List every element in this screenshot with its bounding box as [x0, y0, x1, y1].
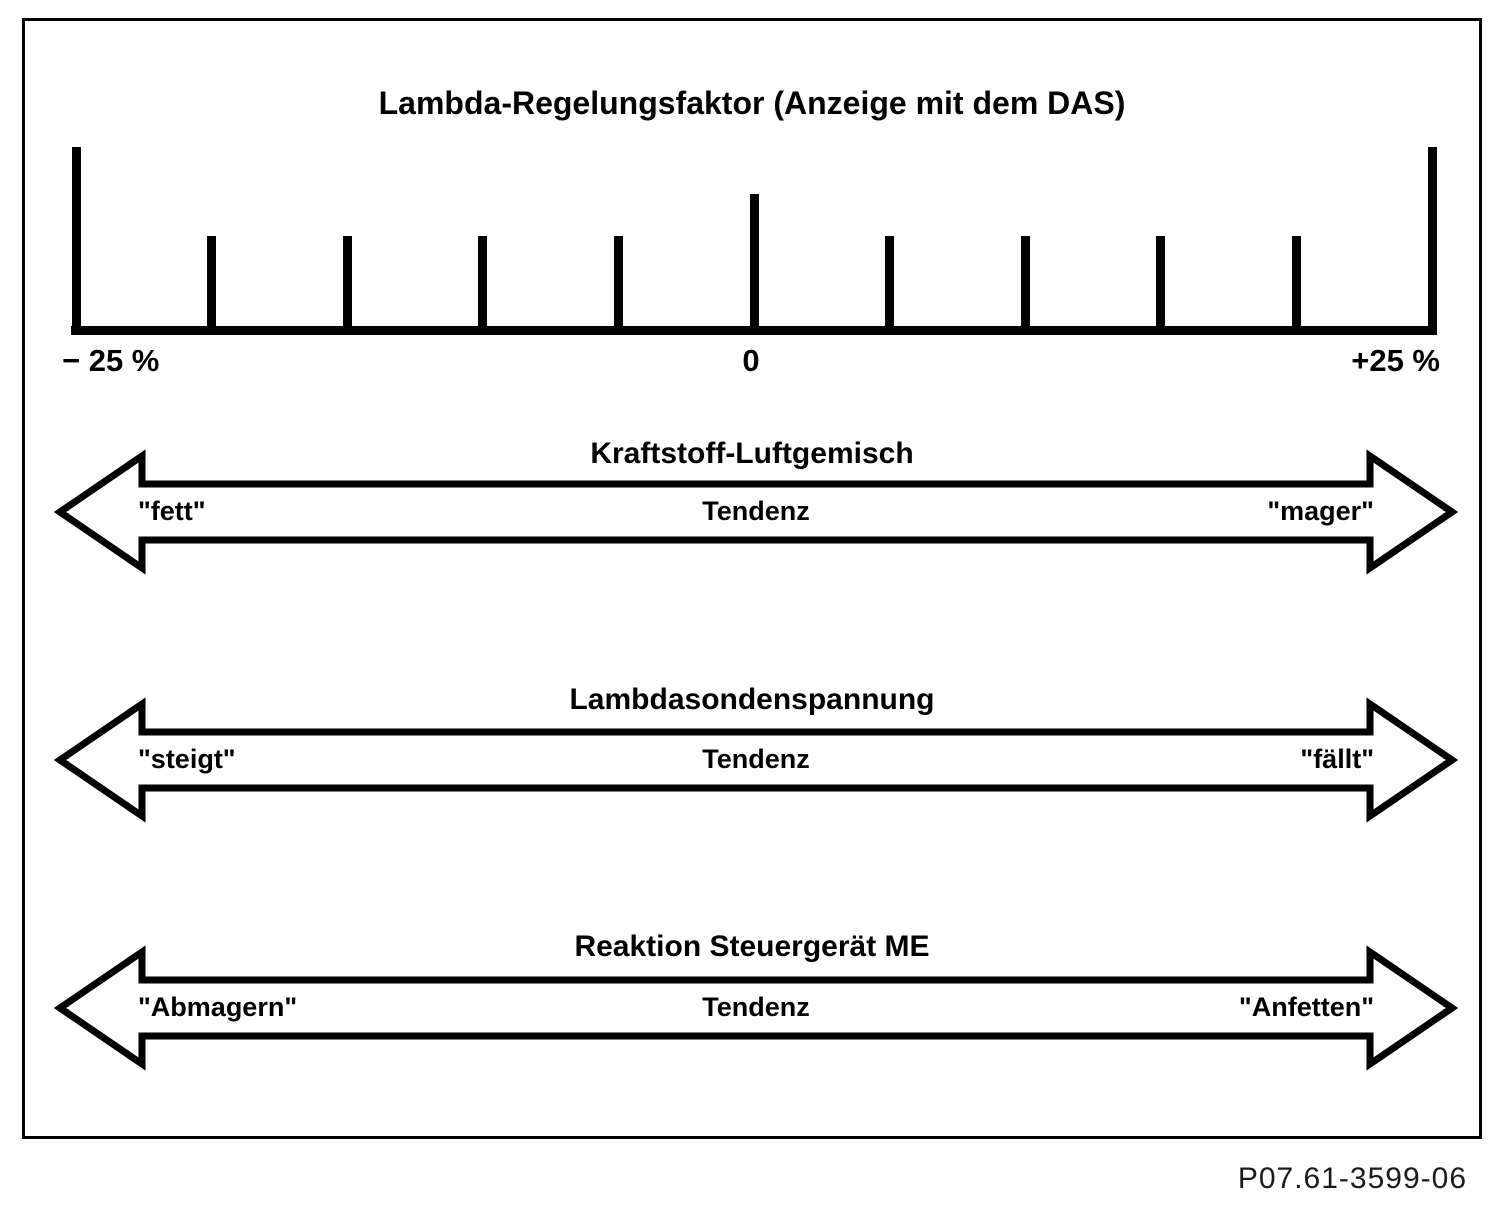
scale-tick: [749, 194, 759, 335]
arrow3-left-label: "Abmagern": [138, 991, 298, 1022]
arrow1-right-label: "mager": [1267, 495, 1374, 526]
scale-tick: [885, 236, 895, 335]
arrow-labels: "steigt" Tendenz "fällt": [56, 700, 1456, 820]
scale-label-zero: 0: [742, 343, 760, 378]
scale-labels: − 25 % 0 +25 %: [62, 343, 1440, 383]
scale-tick: [1427, 147, 1437, 335]
arrow1-left-label: "fett": [138, 495, 206, 526]
scale-tick: [1156, 236, 1166, 335]
scale-tick: [71, 147, 81, 335]
arrow2-left-label: "steigt": [138, 743, 236, 774]
double-arrow-icon: [53, 945, 1459, 1071]
diagram-frame: Lambda-Regelungsfaktor (Anzeige mit dem …: [22, 18, 1482, 1139]
arrow2-right-label: "fällt": [1300, 743, 1374, 774]
lambda-scale: − 25 % 0 +25 %: [62, 147, 1440, 378]
scale-tick: [342, 236, 352, 335]
scale-tick: [613, 236, 623, 335]
scale-label-min: − 25 %: [62, 343, 160, 378]
arrow-title-reaktion-steuergeraet: Reaktion Steuergerät ME: [574, 930, 930, 963]
figure-number: P07.61-3599-06: [1237, 1162, 1467, 1195]
arrow-row-kraftstoff-luftgemisch: "fett" Tendenz "mager": [53, 449, 1459, 575]
arrow3-right-label: "Anfetten": [1238, 991, 1374, 1022]
arrow-labels: "fett" Tendenz "mager": [56, 452, 1456, 572]
scale-tick: [1291, 236, 1301, 335]
scale-tick: [207, 236, 217, 335]
scale-label-max: +25 %: [1351, 343, 1440, 378]
arrow-labels: "Abmagern" Tendenz "Anfetten": [56, 948, 1456, 1068]
double-arrow-icon: [53, 449, 1459, 575]
arrow-row-reaktion-steuergeraet: "Abmagern" Tendenz "Anfetten": [53, 945, 1459, 1071]
arrow2-center-label: Tendenz: [702, 743, 810, 774]
scale-tick: [478, 236, 488, 335]
scale-tick: [1020, 236, 1030, 335]
diagram-title: Lambda-Regelungsfaktor (Anzeige mit dem …: [378, 85, 1126, 121]
arrow-row-lambdasondenspannung: "steigt" Tendenz "fällt": [53, 697, 1459, 823]
arrow1-center-label: Tendenz: [702, 495, 810, 526]
arrow-title-lambdasondenspannung: Lambdasondenspannung: [569, 683, 935, 716]
double-arrow-icon: [53, 697, 1459, 823]
arrow3-center-label: Tendenz: [702, 991, 810, 1022]
arrow-title-kraftstoff-luftgemisch: Kraftstoff-Luftgemisch: [590, 437, 914, 470]
